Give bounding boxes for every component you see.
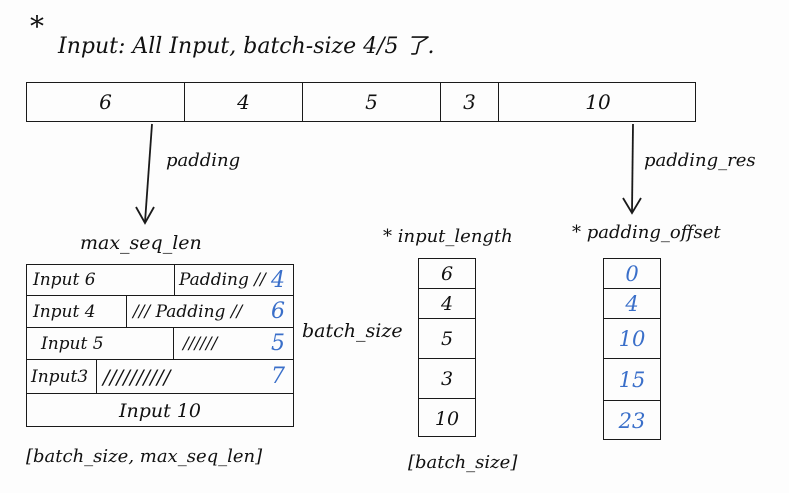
header-title: Input: All Input, batch-size 4/5 了. <box>58 34 435 59</box>
matrix-input-segment: Input 5 <box>41 333 104 354</box>
matrix-divider <box>173 328 174 359</box>
top-array-cell: 10 <box>585 90 611 114</box>
top-array-cell: 6 <box>27 83 185 121</box>
matrix-shape-label: [batch_size, max_seq_len] <box>26 446 263 467</box>
input-length-shape-label: [batch_size] <box>408 452 518 473</box>
top-array: 6 4 5 3 10 <box>26 82 696 122</box>
padding-offset-cell: 10 <box>604 319 660 359</box>
matrix: Input 6 Padding // 4 Input 4 /// Padding… <box>26 264 294 427</box>
input-length-cell: 10 <box>434 407 460 430</box>
padding-offset-column: 0 4 10 15 23 <box>603 258 661 440</box>
padding-res-label: padding_res <box>644 150 756 171</box>
matrix-row: Input 5 ////// 5 <box>27 328 293 360</box>
matrix-row: Input 6 Padding // 4 <box>27 265 293 296</box>
matrix-input-segment: Input 6 <box>33 270 96 290</box>
matrix-row: Input3 ////////// 7 <box>27 360 293 394</box>
input-length-column: 6 4 5 3 10 <box>418 258 476 437</box>
batch-size-side-label: batch_size <box>302 320 403 342</box>
top-array-cell: 4 <box>185 83 303 121</box>
input-length-title: * input_length <box>383 226 513 247</box>
matrix-row-index: 7 <box>271 364 285 389</box>
top-array-cell: 5 <box>303 83 441 121</box>
padding-arrow <box>144 123 153 223</box>
matrix-input-segment: Input 4 <box>33 301 96 322</box>
matrix-divider <box>96 360 97 393</box>
matrix-padding-segment: ////// <box>183 333 218 354</box>
matrix-title: max_seq_len <box>80 232 202 254</box>
padding-arrowhead <box>135 206 155 225</box>
padding-offset-cell: 4 <box>604 289 660 319</box>
input-length-cell: 5 <box>419 319 475 359</box>
matrix-row: Input 4 /// Padding // 6 <box>27 296 293 328</box>
matrix-padding-segment: ////////// <box>103 364 171 389</box>
padding-res-arrow <box>631 123 634 213</box>
input-length-cell: 4 <box>419 289 475 319</box>
padding-label: padding <box>166 150 241 171</box>
matrix-row-index: 4 <box>271 267 285 293</box>
header-star: * <box>30 10 44 43</box>
matrix-input-segment: Input3 <box>31 366 89 387</box>
matrix-row-index: 6 <box>271 299 285 324</box>
padding-offset-cell: 23 <box>618 409 646 433</box>
input-length-cell: 3 <box>419 359 475 399</box>
padding-offset-cell: 0 <box>604 259 660 289</box>
matrix-row: Input 10 <box>27 394 293 428</box>
padding-res-arrowhead <box>622 197 642 215</box>
padding-offset-title: * padding_offset <box>572 222 721 243</box>
matrix-row-index: 5 <box>271 331 285 356</box>
top-array-cell: 3 <box>441 83 499 121</box>
matrix-divider <box>126 296 127 327</box>
padding-offset-cell: 15 <box>604 359 660 401</box>
matrix-divider <box>174 265 175 295</box>
matrix-input-segment: Input 10 <box>119 400 201 422</box>
matrix-padding-segment: /// Padding // <box>133 301 243 322</box>
matrix-padding-segment: Padding // <box>179 270 266 290</box>
input-length-cell: 6 <box>419 259 475 289</box>
